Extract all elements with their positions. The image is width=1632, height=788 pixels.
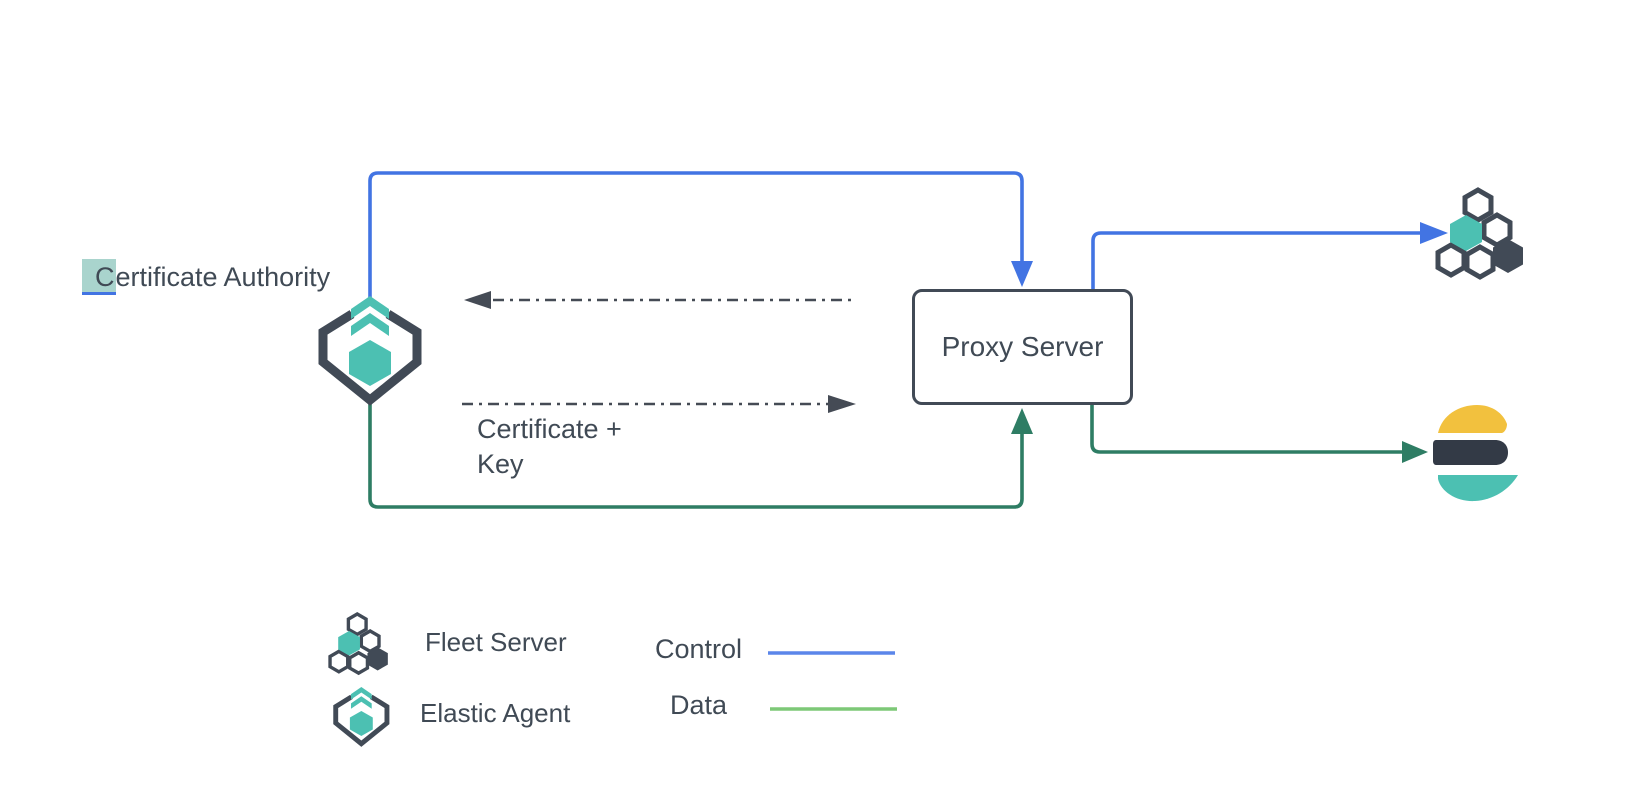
edge-data-proxy-to-elasticsearch — [1090, 405, 1428, 463]
certificate-key-label: Certificate + Key — [477, 412, 622, 482]
edge-control-agent-to-proxy — [368, 171, 1033, 302]
arrowhead-up-icon — [1011, 408, 1033, 434]
arrowhead-right-icon — [1402, 441, 1428, 463]
fleet-server-icon — [1438, 190, 1523, 277]
legend-fleet-server-label: Fleet Server — [425, 627, 567, 657]
elastic-agent-node[interactable] — [323, 296, 417, 400]
edge-control-proxy-to-fleet — [1091, 222, 1448, 289]
legend-control-label: Control — [655, 634, 743, 664]
edge-dashed-request — [464, 291, 857, 309]
arrowhead-right-icon — [1420, 222, 1448, 244]
arrowhead-down-icon — [1011, 261, 1033, 287]
certificate-key-line1: Certificate + — [477, 414, 622, 444]
legend-fleet-server-icon — [328, 612, 390, 675]
arrowhead-left-icon — [464, 291, 491, 309]
legend-data-label: Data — [670, 690, 728, 720]
legend-elastic-agent-label: Elastic Agent — [420, 698, 571, 728]
arrowhead-right-icon — [828, 395, 856, 413]
certificate-authority-label[interactable]: Certificate Authority — [82, 259, 331, 295]
proxy-server-node[interactable]: Proxy Server — [912, 289, 1133, 405]
certificate-key-line2: Key — [477, 449, 524, 479]
edge-data-agent-to-proxy — [368, 402, 1033, 509]
proxy-server-label: Proxy Server — [941, 331, 1104, 362]
certificate-authority-highlighted-char: C — [82, 259, 116, 295]
edge-dashed-certificate-key — [462, 395, 856, 413]
elasticsearch-icon — [1433, 405, 1518, 502]
fleet-server-node[interactable] — [1438, 190, 1523, 277]
elasticsearch-node[interactable] — [1433, 405, 1518, 502]
legend-elastic-agent-icon — [336, 687, 387, 744]
elastic-agent-icon — [323, 296, 417, 400]
certificate-authority-label-rest: ertificate Authority — [115, 262, 331, 292]
